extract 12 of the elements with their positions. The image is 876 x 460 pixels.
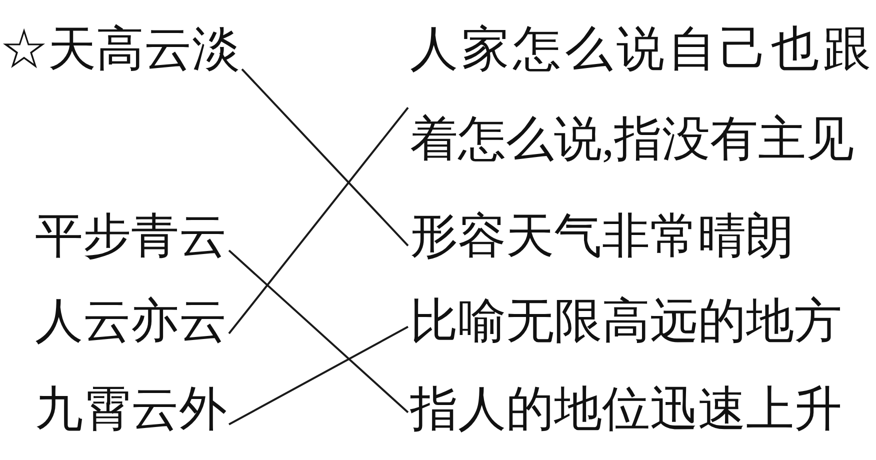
idiom-text: 九霄云外 (35, 386, 227, 434)
meaning-text: 指人的地位迅速上升 (410, 386, 842, 434)
idiom-text: ☆天高云淡 (0, 26, 240, 74)
idiom-text: 平步青云 (35, 213, 227, 261)
connector-line (241, 68, 409, 246)
meaning-text: 人家怎么说自己也跟着怎么说,指没有主见 (410, 5, 871, 185)
connector-line (228, 326, 408, 426)
meaning-text: 比喻无限高远的地方 (410, 298, 842, 346)
idiom-text: 人云亦云 (35, 298, 227, 346)
meaning-text: 形容天气非常晴朗 (410, 213, 794, 261)
connector-line (228, 250, 409, 414)
connector-line (228, 106, 409, 334)
